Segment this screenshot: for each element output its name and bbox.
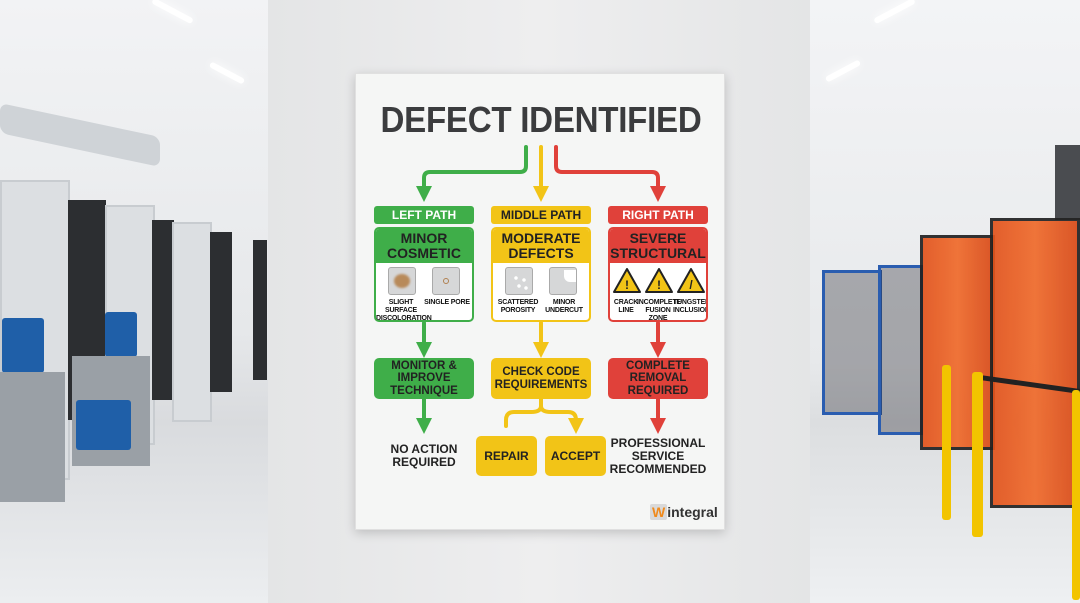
tungsten-inclusion-warning-icon — [677, 268, 705, 293]
arrow-right-path — [554, 145, 666, 202]
barrier-post — [942, 365, 951, 520]
complete-removal-box: COMPLETE REMOVAL REQUIRED — [608, 358, 708, 399]
warning-triangle-icons: !! / — [613, 268, 705, 293]
repair-box: REPAIR — [476, 436, 537, 476]
poster-title: DEFECT IDENTIFIED — [380, 99, 702, 140]
category-title: SEVERE STRUCTURAL — [610, 229, 706, 263]
item-label: SINGLE PORE — [424, 299, 470, 306]
single-pore-icon — [432, 267, 460, 295]
category-title: MINOR COSMETIC — [376, 229, 472, 263]
booth-curtain — [152, 220, 174, 400]
middle-path-header: MIDDLE PATH — [491, 206, 591, 224]
booth-curtain — [210, 232, 232, 392]
flow-arrows — [416, 145, 666, 531]
barrier-post — [972, 372, 983, 537]
category-title: MODERATE DEFECTS — [493, 229, 589, 263]
incomplete-fusion-warning-icon — [645, 268, 673, 293]
check-code-box: CHECK CODE REQUIREMENTS — [491, 358, 591, 399]
storage-rack — [878, 265, 923, 435]
rollup-door — [1055, 145, 1080, 220]
left-path-header: LEFT PATH — [374, 206, 474, 224]
welding-screen — [990, 218, 1080, 508]
workshop-left-background — [0, 0, 268, 603]
item-label: SCATTERED POROSITY — [497, 299, 539, 314]
moderate-defects-box: MODERATE DEFECTS SCATTERED POROSITY MINO… — [491, 227, 591, 322]
svg-text:/: / — [689, 278, 693, 292]
svg-text:!: ! — [625, 278, 629, 292]
welding-booth — [172, 222, 212, 422]
machine-cart — [0, 372, 65, 502]
item-label: MINOR UNDERCUT — [545, 299, 583, 314]
minor-cosmetic-box: MINOR COSMETIC SLIGHT SURFACE DISCOLORAT… — [374, 227, 474, 322]
incomplete-fusion-label: INCOMPLETE FUSION ZONE — [637, 299, 681, 322]
ceiling-light — [873, 0, 916, 25]
scattered-porosity-icon — [505, 267, 533, 295]
duct-pipe — [0, 102, 160, 168]
welding-machine — [76, 400, 131, 450]
defect-flowchart-poster: DEFECT IDENTIFIED LEFT PATH MIDDLE PATH … — [355, 73, 725, 530]
ceiling-light — [151, 0, 194, 25]
undercut-icon — [549, 267, 577, 295]
right-path-header: RIGHT PATH — [608, 206, 708, 224]
ceiling-light — [824, 59, 862, 83]
crack-line-label: CRACK LINE — [613, 299, 639, 314]
barrier-post — [1072, 390, 1080, 600]
professional-service-outcome: PROFESSIONAL SERVICE RECOMMENDED — [609, 436, 707, 476]
workshop-right-background — [810, 0, 1080, 603]
booth-curtain — [253, 240, 267, 380]
arrow-middle-branch — [504, 396, 576, 426]
item-label: SLIGHT SURFACE DISCOLORATION — [376, 299, 432, 322]
monitor-improve-box: MONITOR & IMPROVE TECHNIQUE — [374, 358, 474, 399]
accept-box: ACCEPT — [545, 436, 606, 476]
tungsten-inclusion-label: TUNGSTEN INCLUSION — [673, 299, 708, 314]
discoloration-icon — [388, 267, 416, 295]
no-action-outcome: NO ACTION REQUIRED — [390, 442, 458, 469]
arrow-left-path — [416, 145, 528, 202]
crack-line-warning-icon — [613, 268, 641, 293]
welding-machine — [2, 318, 44, 373]
svg-text:!: ! — [657, 278, 661, 292]
severe-structural-box: SEVERE STRUCTURAL !! / CRACK LINE INCOMPL… — [608, 227, 708, 322]
welding-machine — [105, 312, 137, 357]
storage-rack — [822, 270, 882, 415]
welding-screen — [920, 235, 995, 450]
ceiling-light — [208, 61, 246, 85]
